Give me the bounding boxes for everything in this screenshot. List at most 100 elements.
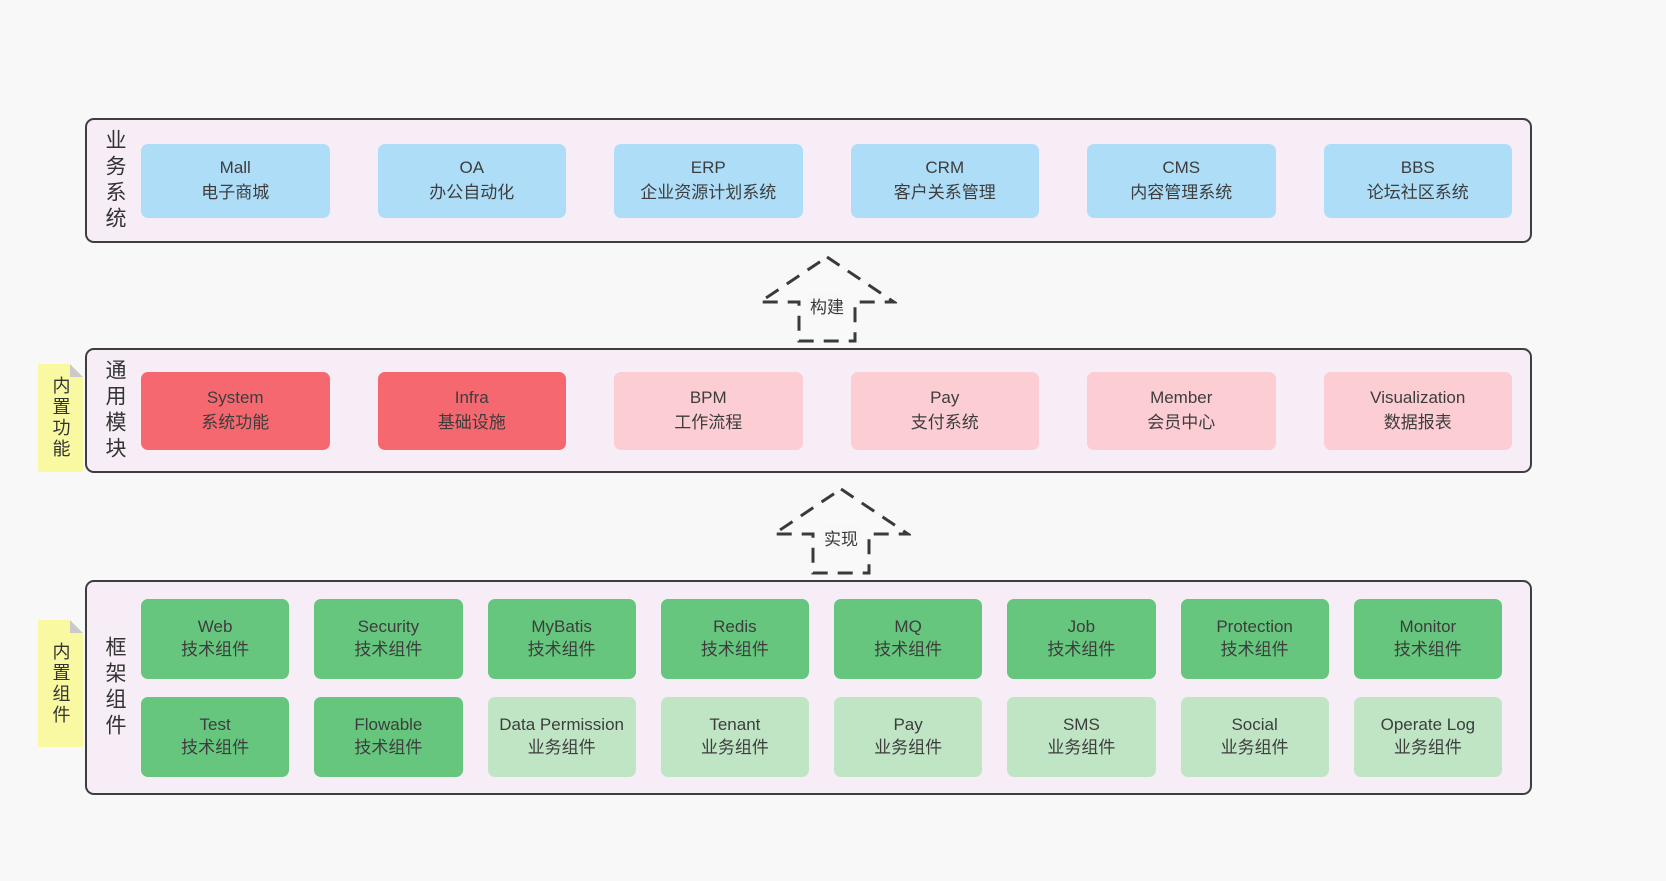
box-title: Pay xyxy=(893,714,923,734)
box-title: Visualization xyxy=(1370,387,1466,407)
box-subtitle: 基础设施 xyxy=(437,412,506,432)
folded-corner-icon xyxy=(70,620,83,633)
box-title: Flowable xyxy=(354,714,423,734)
box-subtitle: 技术组件 xyxy=(1393,639,1462,659)
box-subtitle: 业务组件 xyxy=(1220,737,1289,757)
sticky-note-text: 内置功能 xyxy=(50,376,71,460)
box-tenant: Tenant 业务组件 xyxy=(660,696,809,777)
box-subtitle: 技术组件 xyxy=(1047,639,1116,659)
box-title: Infra xyxy=(454,387,489,407)
box-subtitle: 业务组件 xyxy=(1393,737,1462,757)
box-subtitle: 工作流程 xyxy=(674,412,743,432)
box-subtitle: 技术组件 xyxy=(354,737,423,757)
box-title: Monitor xyxy=(1399,616,1457,636)
box-title: MyBatis xyxy=(531,616,592,636)
box-subtitle: 技术组件 xyxy=(354,639,423,659)
framework-row-2: Test 技术组件 Flowable 技术组件 Data Permission … xyxy=(141,696,1502,777)
build-arrow-label: 构建 xyxy=(807,293,847,318)
box-title: Security xyxy=(357,616,420,636)
box-title: Member xyxy=(1150,387,1213,407)
common-modules-boxes: System 系统功能 Infra 基础设施 BPM 工作流程 Pay 支付系统… xyxy=(141,371,1530,450)
box-monitor: Monitor 技术组件 xyxy=(1353,598,1502,679)
implement-arrow-label: 实现 xyxy=(821,525,861,550)
box-subtitle: 电子商城 xyxy=(201,182,270,202)
box-redis: Redis 技术组件 xyxy=(660,598,809,679)
box-subtitle: 技术组件 xyxy=(700,639,769,659)
box-subtitle: 企业资源计划系统 xyxy=(640,182,777,202)
box-title: OA xyxy=(459,157,485,177)
box-mall: Mall 电子商城 xyxy=(141,143,330,218)
box-data-permission: Data Permission 业务组件 xyxy=(487,696,636,777)
box-title: Test xyxy=(199,714,231,734)
box-flowable: Flowable 技术组件 xyxy=(314,696,463,777)
box-mq: MQ 技术组件 xyxy=(834,598,983,679)
box-infra: Infra 基础设施 xyxy=(377,371,566,450)
box-title: Redis xyxy=(713,616,757,636)
box-erp: ERP 企业资源计划系统 xyxy=(614,143,803,218)
box-title: Social xyxy=(1231,714,1278,734)
box-title: SMS xyxy=(1062,714,1100,734)
box-subtitle: 数据报表 xyxy=(1383,412,1452,432)
box-title: Web xyxy=(197,616,233,636)
sticky-note-text: 内置组件 xyxy=(50,641,71,726)
box-title: Mall xyxy=(219,157,251,177)
box-subtitle: 技术组件 xyxy=(527,639,596,659)
sticky-note-built-in-components: 内置组件 xyxy=(38,620,83,747)
box-subtitle: 业务组件 xyxy=(700,737,769,757)
box-title: Protection xyxy=(1216,616,1293,636)
box-title: System xyxy=(206,387,264,407)
box-subtitle: 技术组件 xyxy=(874,639,943,659)
box-title: ERP xyxy=(690,157,726,177)
box-subtitle: 技术组件 xyxy=(181,639,250,659)
framework-row-1: Web 技术组件 Security 技术组件 MyBatis 技术组件 Redi… xyxy=(141,598,1502,679)
common-modules-layer: 通用模块 System 系统功能 Infra 基础设施 BPM 工作流程 Pay… xyxy=(85,348,1532,473)
implement-arrow: 实现 xyxy=(771,487,911,575)
build-arrow: 构建 xyxy=(757,255,897,343)
box-title: CRM xyxy=(925,157,965,177)
box-system: System 系统功能 xyxy=(141,371,330,450)
folded-corner-icon xyxy=(70,364,83,377)
box-title: MQ xyxy=(894,616,922,636)
box-member: Member 会员中心 xyxy=(1087,371,1276,450)
box-subtitle: 办公自动化 xyxy=(429,182,515,202)
box-bbs: BBS 论坛社区系统 xyxy=(1323,143,1512,218)
box-title: Pay xyxy=(930,387,960,407)
box-subtitle: 技术组件 xyxy=(1220,639,1289,659)
box-title: CMS xyxy=(1162,157,1201,177)
box-job: Job 技术组件 xyxy=(1007,598,1156,679)
box-subtitle: 技术组件 xyxy=(181,737,250,757)
framework-components-layer: 框架组件 Web 技术组件 Security 技术组件 MyBatis 技术组件… xyxy=(85,580,1532,795)
box-protection: Protection 技术组件 xyxy=(1180,598,1329,679)
box-web: Web 技术组件 xyxy=(141,598,290,679)
box-title: Data Permission xyxy=(499,714,624,734)
common-modules-label: 通用模块 xyxy=(103,358,126,463)
box-title: Tenant xyxy=(709,714,761,734)
box-visualization: Visualization 数据报表 xyxy=(1323,371,1512,450)
box-sms: SMS 业务组件 xyxy=(1007,696,1156,777)
box-subtitle: 内容管理系统 xyxy=(1130,182,1233,202)
sticky-note-built-in-features: 内置功能 xyxy=(38,364,83,472)
business-systems-boxes: Mall 电子商城 OA 办公自动化 ERP 企业资源计划系统 CRM 客户关系… xyxy=(141,143,1530,218)
box-oa: OA 办公自动化 xyxy=(377,143,566,218)
business-systems-layer: 业务系统 Mall 电子商城 OA 办公自动化 ERP 企业资源计划系统 CRM… xyxy=(85,118,1532,243)
box-title: BPM xyxy=(689,387,727,407)
box-subtitle: 业务组件 xyxy=(1047,737,1116,757)
box-test: Test 技术组件 xyxy=(141,696,290,777)
business-systems-label: 业务系统 xyxy=(103,128,126,233)
box-mybatis: MyBatis 技术组件 xyxy=(487,598,636,679)
box-subtitle: 客户关系管理 xyxy=(893,182,996,202)
box-cms: CMS 内容管理系统 xyxy=(1087,143,1276,218)
box-subtitle: 支付系统 xyxy=(910,412,979,432)
box-pay-system: Pay 支付系统 xyxy=(850,371,1039,450)
box-social: Social 业务组件 xyxy=(1180,696,1329,777)
box-bpm: BPM 工作流程 xyxy=(614,371,803,450)
box-crm: CRM 客户关系管理 xyxy=(850,143,1039,218)
framework-components-label: 框架组件 xyxy=(103,635,126,740)
box-title: Operate Log xyxy=(1380,714,1476,734)
box-subtitle: 业务组件 xyxy=(527,737,596,757)
box-title: BBS xyxy=(1400,157,1435,177)
box-security: Security 技术组件 xyxy=(314,598,463,679)
box-subtitle: 论坛社区系统 xyxy=(1366,182,1469,202)
box-subtitle: 会员中心 xyxy=(1147,412,1216,432)
